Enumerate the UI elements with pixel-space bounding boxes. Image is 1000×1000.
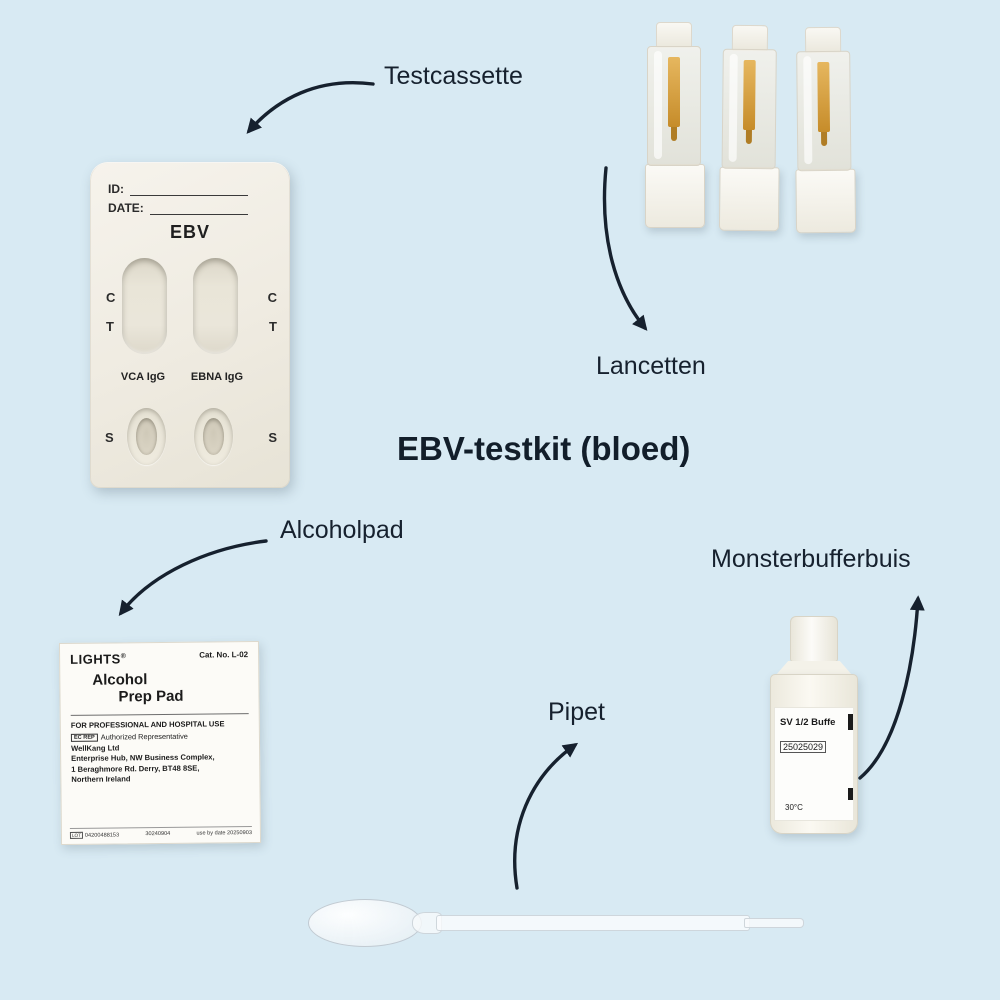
lancet <box>794 26 857 234</box>
lancet-needle-holder <box>817 61 831 133</box>
arrow-to-pipet <box>513 742 579 890</box>
pad-rep-text: Authorized Representative <box>100 731 188 742</box>
pad-address: WellKang Ltd Enterprise Hub, NW Business… <box>71 742 249 785</box>
pipette-bulb <box>308 899 422 947</box>
pad-name-line2: Prep Pad <box>118 687 184 705</box>
pad-rep-row: EC REP Authorized Representative <box>70 731 249 742</box>
bottle-storage-temp: 30°C <box>785 803 803 812</box>
lancet-needle-holder <box>742 59 756 131</box>
cassette-id-row: ID: <box>108 182 248 196</box>
bottle-body: SV 1/2 Buffe 25025029 30°C <box>770 674 858 834</box>
arrow-to-testcassette <box>246 81 375 134</box>
lancet-window <box>647 46 701 166</box>
test-line-label-right: T <box>269 319 277 334</box>
cassette-date-row: DATE: <box>108 201 248 215</box>
sample-well-label-left: S <box>105 430 114 445</box>
control-line-label-left: C <box>106 290 116 305</box>
lancet-base <box>795 168 857 234</box>
pad-address-line3: Northern Ireland <box>71 774 131 784</box>
sample-buffer-bottle: SV 1/2 Buffe 25025029 30°C <box>770 616 858 834</box>
registered-mark: ® <box>120 653 127 661</box>
bottle-lot-number: 25025029 <box>780 741 827 753</box>
lancet-base <box>645 164 705 228</box>
bottle-label-name: SV 1/2 Buffe <box>780 717 836 728</box>
bottle-shoulder <box>776 661 852 675</box>
pad-header: LIGHTS® Cat. No. L-02 <box>70 650 248 667</box>
cassette-date-line <box>149 202 248 215</box>
bottle-label-mark <box>848 788 853 800</box>
lancet-needle-holder <box>668 57 680 141</box>
pipette-stem <box>436 915 750 931</box>
pad-lot-number: 04200488153 <box>84 832 120 839</box>
lancet-cap <box>731 24 769 52</box>
pad-exp-label: use by date <box>196 830 226 837</box>
pad-usage-text: FOR PROFESSIONAL AND HOSPITAL USE <box>70 719 225 730</box>
cassette-test-name: EBV <box>169 222 210 242</box>
ec-rep-symbol: EC REP <box>70 733 98 742</box>
pipette <box>308 898 806 948</box>
lancet-window <box>721 48 777 170</box>
bottle-label-mark <box>848 714 853 730</box>
cassette-id-label: ID: <box>108 182 124 196</box>
alcohol-prep-pad: LIGHTS® Cat. No. L-02 Alcohol Prep Pad F… <box>58 640 262 846</box>
cassette-id-line <box>130 183 248 196</box>
bottle-label: SV 1/2 Buffe 25025029 30°C <box>774 707 854 821</box>
control-line-label-right: C <box>267 290 277 305</box>
test-line-label-left: T <box>106 319 114 334</box>
label-lancetten: Lancetten <box>596 352 706 380</box>
result-window-right <box>193 258 238 354</box>
label-pipet: Pipet <box>548 698 605 726</box>
lancet <box>718 24 780 232</box>
lancets-group <box>645 22 857 234</box>
test-cassette: ID: DATE: EBV C T C T VCA IgG EBNA IgG S… <box>90 162 290 488</box>
pad-cat-no: Cat. No. L-02 <box>199 650 249 660</box>
lancet-cap <box>804 26 842 54</box>
result-window-left <box>122 258 167 354</box>
sample-well-left <box>127 408 166 465</box>
label-testcassette: Testcassette <box>384 62 523 90</box>
page-title: EBV-testkit (bloed) <box>397 430 691 467</box>
label-monsterbufferbuis: Monsterbufferbuis <box>711 545 911 573</box>
cassette-date-label: DATE: <box>108 201 144 215</box>
arrow-to-alcoholpad <box>118 539 268 616</box>
arrow-to-monsterbufferbuis <box>858 595 925 780</box>
lancet-base <box>718 166 780 232</box>
sample-well-right <box>194 408 233 465</box>
sample-well-label-right: S <box>268 430 277 445</box>
pad-exp-date: 20250903 <box>227 830 252 837</box>
bottle-cap <box>790 616 838 662</box>
pad-mfg-date: 30240904 <box>145 830 171 838</box>
pad-product-name: Alcohol Prep Pad <box>70 671 248 706</box>
pad-name-line1: Alcohol <box>92 671 148 689</box>
pad-brand: LIGHTS® <box>70 651 127 667</box>
strip-label-vca-igg: VCA IgG <box>120 371 166 383</box>
lancet-cap <box>656 22 692 48</box>
lancet-window <box>796 50 852 172</box>
label-alcoholpad: Alcoholpad <box>280 516 404 544</box>
arrow-to-lancetten <box>602 166 648 331</box>
lot-icon: LOT <box>69 831 83 839</box>
strip-label-ebna-igg: EBNA IgG <box>190 371 244 383</box>
lancet <box>645 22 705 228</box>
pad-divider <box>70 713 249 716</box>
pipette-tip <box>744 918 804 928</box>
